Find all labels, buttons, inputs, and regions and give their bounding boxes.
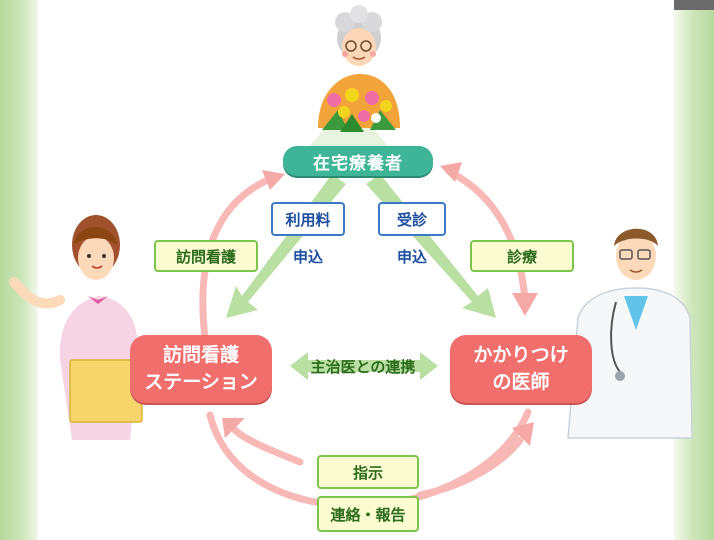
- pink-head-patient-left: [262, 170, 285, 190]
- label-instruction-text: 指示: [352, 463, 383, 482]
- label-usage-fee-text: 利用料: [285, 210, 331, 229]
- arrow-patient-to-doctor: [446, 168, 529, 304]
- label-consultation-apply-text: 申込: [396, 248, 427, 266]
- arrow-report-to-doctor: [416, 436, 524, 499]
- label-visiting-nursing: 訪問看護: [154, 240, 258, 272]
- pink-head-doctor-top: [512, 293, 538, 316]
- label-consultation: 受診: [378, 202, 446, 236]
- station-label-line2: ステーション: [144, 371, 258, 393]
- pink-head-patient-right: [440, 162, 462, 182]
- label-visiting-nursing-text: 訪問看護: [175, 247, 236, 266]
- label-consultation-text: 受診: [396, 210, 427, 229]
- pink-head-doctor-bottom: [512, 422, 534, 446]
- label-instruction: 指示: [317, 455, 419, 489]
- elderly-patient-illustration: [318, 5, 400, 132]
- node-family-doctor: かかりつけ の医師: [450, 335, 592, 403]
- left-decorative-band: [0, 0, 38, 540]
- label-medical-treatment: 診療: [470, 240, 574, 272]
- label-collaboration-text: 主治医との連携: [310, 357, 416, 376]
- label-consultation-apply: 申込: [381, 246, 443, 267]
- green-double-arrow: [290, 352, 438, 380]
- pink-arrow-heads: [222, 162, 538, 446]
- node-home-patient: 在宅療養者: [283, 146, 433, 176]
- right-decorative-band: [674, 0, 714, 540]
- label-contact-report: 連絡・報告: [317, 496, 419, 532]
- doctor-label-line2: の医師: [492, 371, 550, 393]
- corner-shadow: [674, 0, 714, 10]
- doctor-label-line1: かかりつけ: [473, 344, 569, 366]
- node-home-patient-label: 在宅療養者: [313, 153, 403, 174]
- arrow-station-to-patient: [199, 174, 276, 342]
- label-usage-fee: 利用料: [271, 202, 345, 236]
- node-visiting-nursing-station: 訪問看護 ステーション: [130, 335, 272, 403]
- station-label-line1: 訪問看護: [162, 344, 239, 366]
- label-medical-treatment-text: 診療: [506, 247, 537, 266]
- arrow-instruction-to-station: [231, 426, 304, 466]
- nurse-illustration: [9, 215, 143, 440]
- label-usage-fee-apply-text: 申込: [292, 248, 323, 266]
- pink-head-station-bottom: [222, 418, 245, 438]
- label-usage-fee-apply: 申込: [277, 246, 339, 267]
- label-collaboration: 主治医との連携: [296, 352, 430, 380]
- label-contact-report-text: 連絡・報告: [330, 505, 406, 524]
- doctor-illustration: [567, 228, 693, 439]
